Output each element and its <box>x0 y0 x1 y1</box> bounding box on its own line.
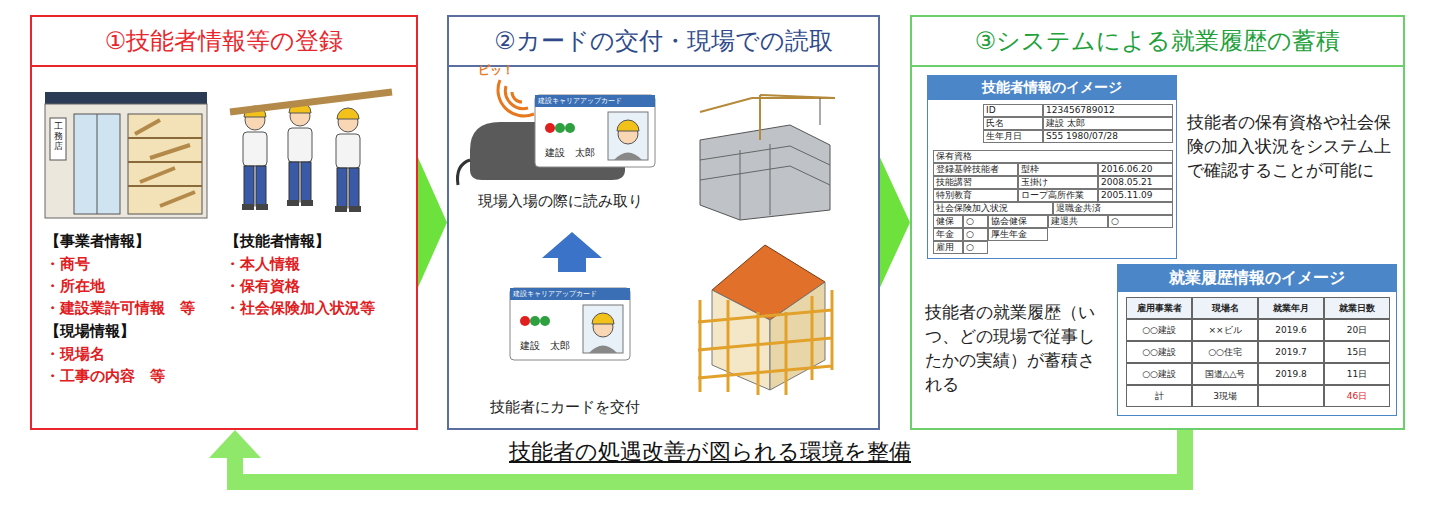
card-cell: 123456789012 <box>1043 104 1173 117</box>
card-cell: 生年月日 <box>983 130 1043 143</box>
heading: 技能者情報のイメージ <box>928 76 1176 100</box>
card-cell: 年金 <box>933 228 963 241</box>
card-cell: 厚生年金 <box>988 228 1048 241</box>
up-arrow <box>542 232 602 272</box>
card-cell: 技能講習 <box>933 176 1018 189</box>
table-cell: 国道△△号 <box>1192 363 1258 385</box>
card-cell: ID <box>983 104 1043 117</box>
list-item: ・商号 <box>45 255 90 274</box>
house-illustration <box>698 245 832 395</box>
history-table: 就業履歴情報のイメージ雇用事業者現場名就業年月就業日数 ○○建設××ビル2019.… <box>1117 264 1397 416</box>
card-title: 建設キャリアアップカード <box>538 96 622 106</box>
feedback-line <box>235 430 1185 482</box>
card-cell: S55 1980/07/28 <box>1043 130 1173 143</box>
card-cell: 2008.05.21 <box>1098 176 1173 189</box>
card-illustration <box>510 288 630 360</box>
sound-text: ピッ！ <box>478 62 514 79</box>
table-cell: 11日 <box>1324 363 1390 385</box>
table-cell: ○○住宅 <box>1192 341 1258 363</box>
info-card: 技能者情報のイメージ ID123456789012氏名建設 太郎生年月日S55 1… <box>927 75 1177 259</box>
arrow-shape <box>418 158 447 288</box>
card-cell: 建設 太郎 <box>1043 117 1173 130</box>
list-item: ・本人情報 <box>225 255 300 274</box>
table-cell: 3現場 <box>1192 385 1258 407</box>
table-cell: 15日 <box>1324 341 1390 363</box>
arrow-shape <box>209 430 261 458</box>
card-cell: 玉掛け <box>1018 176 1098 189</box>
shop-illustration <box>45 92 207 218</box>
list-item: ・現場名 <box>45 345 105 364</box>
section-heading: 【技能者情報】 <box>225 232 330 251</box>
list-item: ・建設業許可情報 等 <box>45 299 195 318</box>
list-item: ・社会保険加入状況等 <box>225 299 375 318</box>
card-name: 建設 太郎 <box>520 339 570 353</box>
panel: ②カードの交付・現場での読取 <box>447 15 880 430</box>
table-cell: ○○建設 <box>1126 363 1192 385</box>
card-cell: 建退共 <box>1048 215 1108 228</box>
table-cell <box>1258 385 1324 407</box>
table-cell: 2019.7 <box>1258 341 1324 363</box>
note-text: 技能者の就業履歴（いつ、どの現場で従事したかの実績）が蓄積される <box>925 300 1107 396</box>
heading: 就業履歴情報のイメージ <box>1118 265 1396 292</box>
card-cell: 登録基幹技能者 <box>933 163 1018 176</box>
card-cell: ○ <box>963 241 988 254</box>
card-cell: ○ <box>1108 215 1173 228</box>
table-cell: ○○建設 <box>1126 319 1192 341</box>
table-total: 46日 <box>1324 385 1390 407</box>
heading: ③システムによる就業履歴の蓄積 <box>912 17 1403 67</box>
card-cell: 特別教育 <box>933 189 1018 202</box>
shop-sign: 工務店 <box>54 122 63 152</box>
table-header: 就業日数 <box>1324 297 1390 319</box>
table-header: 現場名 <box>1192 297 1258 319</box>
table-cell: 2019.8 <box>1258 363 1324 385</box>
flow-arrow <box>418 158 447 288</box>
table-header: 雇用事業者 <box>1126 297 1192 319</box>
caption-text: 現場入場の際に読み取り <box>478 192 643 211</box>
card-cell: 健保 <box>933 215 963 228</box>
edge-label: 技能者の処遇改善が図られる環境を整備 <box>503 437 917 467</box>
section-heading: 【現場情報】 <box>45 322 135 341</box>
card-cell: ○ <box>963 215 988 228</box>
card-title: 建設キャリアアップカード <box>513 289 597 299</box>
flow-arrow <box>209 430 1185 482</box>
table-cell: 計 <box>1126 385 1192 407</box>
table-header: 就業年月 <box>1258 297 1324 319</box>
list-item: ・所在地 <box>45 277 105 296</box>
card-cell: 退職金共済 <box>1053 202 1173 215</box>
card-cell: ロープ高所作業 <box>1018 189 1098 202</box>
table-cell: 2019.6 <box>1258 319 1324 341</box>
section-heading: 【事業者情報】 <box>45 232 150 251</box>
card-name: 建設 太郎 <box>545 146 595 160</box>
caption-text: 技能者にカードを交付 <box>490 398 640 417</box>
card-cell: 2005.11.09 <box>1098 189 1173 202</box>
card-reader-illustration <box>458 80 656 185</box>
arrow-shape <box>880 158 910 288</box>
card-cell: 2016.06.20 <box>1098 163 1173 176</box>
card-cell: 協会健保 <box>988 215 1048 228</box>
card-cell: 型枠 <box>1018 163 1098 176</box>
note-text: 技能者の保有資格や社会保険の加入状況をシステム上で確認することが可能に <box>1187 110 1397 182</box>
card-cell: 氏名 <box>983 117 1043 130</box>
heading: ②カードの交付・現場での読取 <box>449 17 878 67</box>
building-illustration <box>700 95 835 220</box>
heading: ①技能者情報等の登録 <box>32 17 416 67</box>
card-cell: ○ <box>963 228 988 241</box>
table-cell: ××ビル <box>1192 319 1258 341</box>
workers-illustration <box>230 92 392 212</box>
card-cell: 保有資格 <box>933 150 1173 163</box>
list-item: ・保有資格 <box>225 277 300 296</box>
card-cell: 社会保険加入状況 <box>933 202 1053 215</box>
table-cell: ○○建設 <box>1126 341 1192 363</box>
list-item: ・工事の内容 等 <box>45 367 165 386</box>
table-cell: 20日 <box>1324 319 1390 341</box>
card-cell: 雇用 <box>933 241 963 254</box>
flow-arrow <box>880 158 910 288</box>
